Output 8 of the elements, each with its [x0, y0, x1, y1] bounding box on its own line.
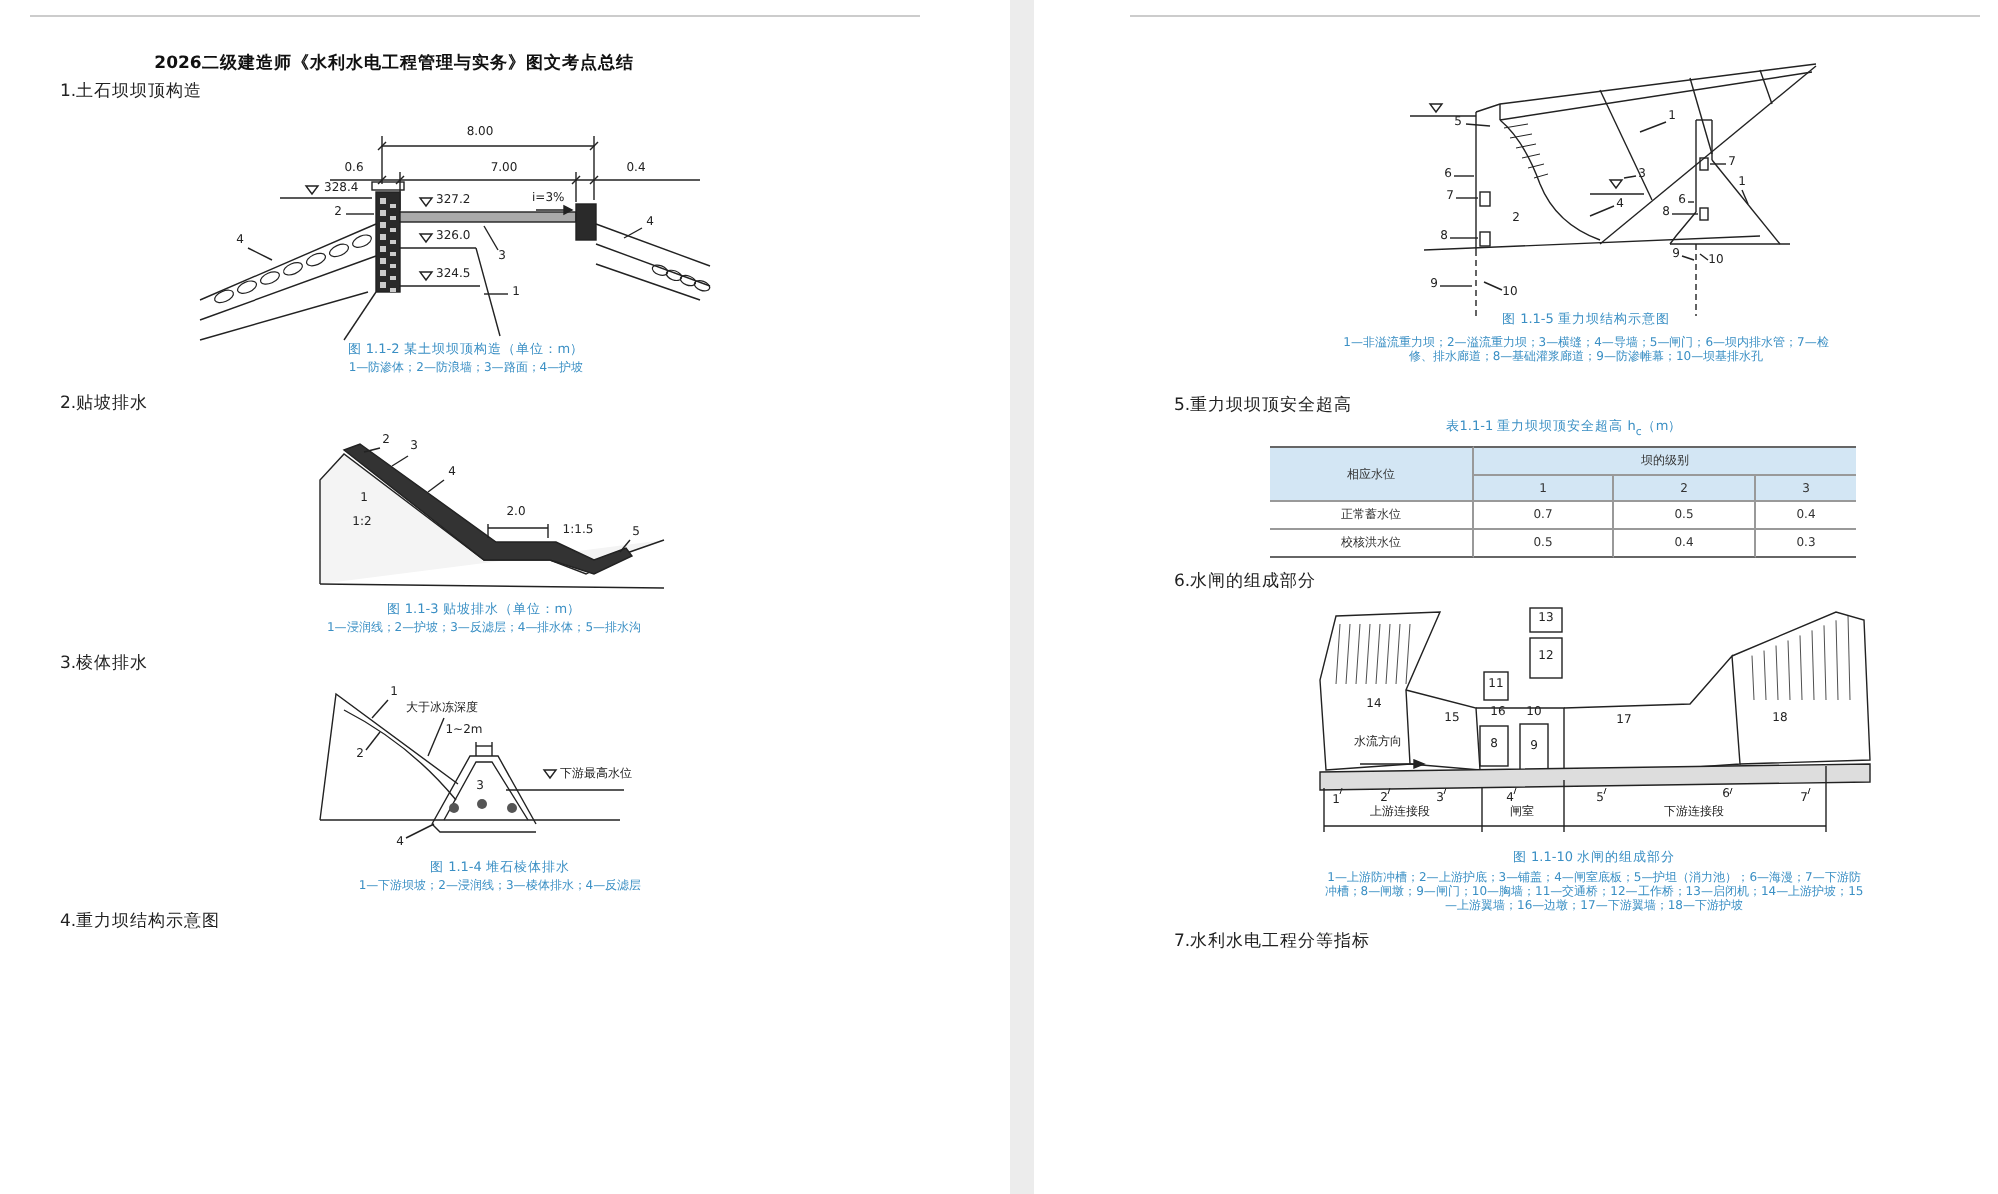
page-title: 2026二级建造师《水利水电工程管理与实务》图文考点总结: [154, 56, 634, 76]
section-heading: 6.水闸的组成部分: [1174, 574, 1317, 594]
section-heading: 5.重力坝坝顶安全超高: [1174, 398, 1353, 418]
section-heading: 1.土石坝坝顶构造: [60, 84, 203, 104]
section-heading: 3.棱体排水: [60, 656, 149, 676]
section-heading: 7.水利水电工程分等指标: [1174, 934, 1371, 954]
section-heading: 4.重力坝结构示意图: [60, 914, 221, 934]
section-heading: 2.贴坡排水: [60, 396, 149, 416]
